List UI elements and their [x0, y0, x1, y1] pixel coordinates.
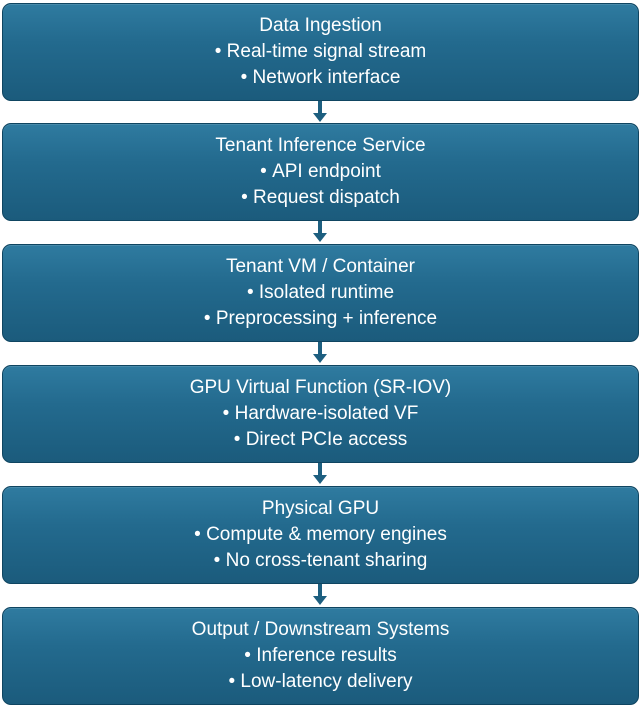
- down-arrow-icon: [312, 584, 328, 606]
- step-bullet: Compute & memory engines: [194, 522, 447, 548]
- step-bullet: Real-time signal stream: [215, 39, 427, 65]
- step-title: GPU Virtual Function (SR-IOV): [189, 377, 452, 398]
- step-bullet: API endpoint: [260, 159, 381, 185]
- step-bullet: Isolated runtime: [247, 280, 394, 306]
- step-box-output-downstream-systems: Output / Downstream Systems Inference re…: [2, 607, 639, 705]
- down-arrow-icon: [312, 342, 328, 364]
- step-box-tenant-vm-container: Tenant VM / Container Isolated runtime P…: [2, 244, 639, 342]
- down-arrow-icon: [312, 101, 328, 123]
- step-title: Data Ingestion: [259, 15, 382, 36]
- step-box-physical-gpu: Physical GPU Compute & memory engines No…: [2, 486, 639, 584]
- step-bullet: Hardware-isolated VF: [223, 401, 419, 427]
- step-box-gpu-virtual-function: GPU Virtual Function (SR-IOV) Hardware-i…: [2, 365, 639, 463]
- step-bullet: Preprocessing + inference: [204, 306, 437, 332]
- step-title: Tenant Inference Service: [215, 135, 426, 156]
- step-bullet: Request dispatch: [241, 185, 400, 211]
- step-bullet: Direct PCIe access: [234, 427, 408, 453]
- step-title: Tenant VM / Container: [225, 256, 416, 277]
- step-bullet: Low-latency delivery: [228, 669, 412, 695]
- step-title: Physical GPU: [261, 498, 380, 519]
- step-bullet: No cross-tenant sharing: [214, 548, 428, 574]
- down-arrow-icon: [312, 221, 328, 243]
- step-title: Output / Downstream Systems: [191, 619, 450, 640]
- step-bullet: Network interface: [241, 65, 401, 91]
- step-bullet: Inference results: [244, 643, 396, 669]
- down-arrow-icon: [312, 463, 328, 485]
- step-box-tenant-inference-service: Tenant Inference Service API endpoint Re…: [2, 123, 639, 221]
- step-box-data-ingestion: Data Ingestion Real-time signal stream N…: [2, 3, 639, 101]
